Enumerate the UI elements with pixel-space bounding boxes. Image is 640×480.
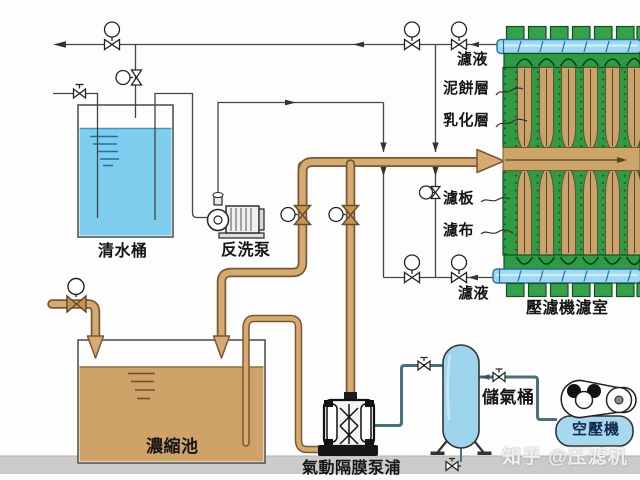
cake-layer-label: 泥餅層: [443, 80, 490, 97]
arrow-left-icon: [480, 374, 490, 380]
valve: [72, 83, 87, 99]
diaphragm-pump: [318, 392, 378, 456]
arrow-left-icon: [470, 41, 479, 48]
watermark: 知乎 @压滤机: [502, 447, 628, 468]
valve: [450, 21, 468, 51]
arrow-left-icon: [53, 41, 66, 48]
clean-water-tank: [77, 104, 174, 238]
air-tank-label: 儲氣桶: [482, 388, 535, 407]
slurry-piping: [47, 148, 505, 454]
air-compressor-label: 空壓機: [572, 421, 621, 438]
air-storage-tank: [430, 344, 492, 455]
arrow-left-icon: [468, 274, 478, 281]
valve: [115, 69, 143, 86]
arrow-down-icon: [432, 166, 439, 176]
arrow-down-icon: [380, 166, 387, 176]
feed-channel-centerline: [505, 157, 627, 163]
press-top-hoses: [515, 57, 640, 67]
filter-cloth-leader: [480, 229, 514, 235]
valve: [403, 21, 421, 51]
filtrate-top-label: 濾液: [457, 51, 489, 68]
filter-plate-label: 濾板: [443, 190, 475, 207]
diaphragm-linkage: [339, 404, 359, 445]
arrow-right-icon: [285, 99, 296, 106]
arrow-right-icon: [617, 157, 627, 163]
valve: [492, 368, 506, 383]
air-compressor: [555, 379, 637, 447]
tank-feed-pipe: [47, 299, 105, 359]
arrow-down-icon: [432, 142, 439, 152]
press-top-manifold-pipe: [496, 38, 640, 55]
valve: [103, 21, 121, 51]
filter-press: [492, 25, 640, 298]
filter-plate-leader: [480, 197, 511, 203]
emulsion-layer-label: 乳化層: [443, 112, 490, 129]
press-bottom-hoses: [515, 256, 640, 266]
pump-discharge-line: [217, 101, 384, 194]
press-bottom-manifold-pipe: [492, 268, 640, 284]
flow-arrows: [53, 41, 479, 281]
return-pipe: [212, 161, 308, 359]
leader-lines: [480, 87, 528, 235]
filter-press-chamber-label: 壓濾機濾室: [526, 300, 609, 317]
arrow-left-icon: [353, 41, 364, 48]
feed-arrow-icon: [476, 148, 505, 174]
pump-suction-line: [154, 92, 209, 220]
clean-water-tank-label: 清水桶: [98, 243, 148, 260]
pump-base: [318, 445, 378, 456]
valve: [280, 204, 312, 226]
filter-cloth-label: 濾布: [443, 222, 475, 239]
valve: [418, 185, 441, 200]
valve: [450, 254, 468, 284]
valves: [66, 21, 506, 472]
filtrate-bottom-label: 濾液: [458, 285, 490, 302]
press-feed-manifold: [297, 148, 505, 211]
backwash-pump: [206, 192, 265, 239]
valve: [403, 254, 421, 284]
tank-inlet-line: [53, 92, 99, 218]
valve: [445, 457, 461, 472]
diaphragm-pump-suction-pipe: [242, 314, 330, 454]
valve: [66, 277, 87, 313]
press-top-lugs: [505, 25, 640, 41]
valve: [417, 356, 431, 371]
arrow-down-icon: [380, 142, 387, 152]
cake-layer-leader: [495, 87, 524, 96]
backwash-pump-label: 反洗泵: [221, 242, 271, 259]
valve: [328, 204, 360, 226]
stay-bolt-lines: [524, 69, 635, 253]
press-bottom-lugs: [505, 282, 640, 298]
air-to-pump-line: [372, 364, 443, 427]
thickening-tank-label: 濃縮池: [146, 437, 199, 456]
thickening-tank: [77, 339, 266, 464]
sludge-level-marks: [128, 372, 155, 400]
diaphragm-pump-label: 氣動隔膜泵浦: [302, 460, 402, 477]
compressor-to-tank-line: [478, 375, 557, 421]
air-lines: [372, 364, 557, 462]
emulsion-layer-leader: [495, 118, 528, 128]
